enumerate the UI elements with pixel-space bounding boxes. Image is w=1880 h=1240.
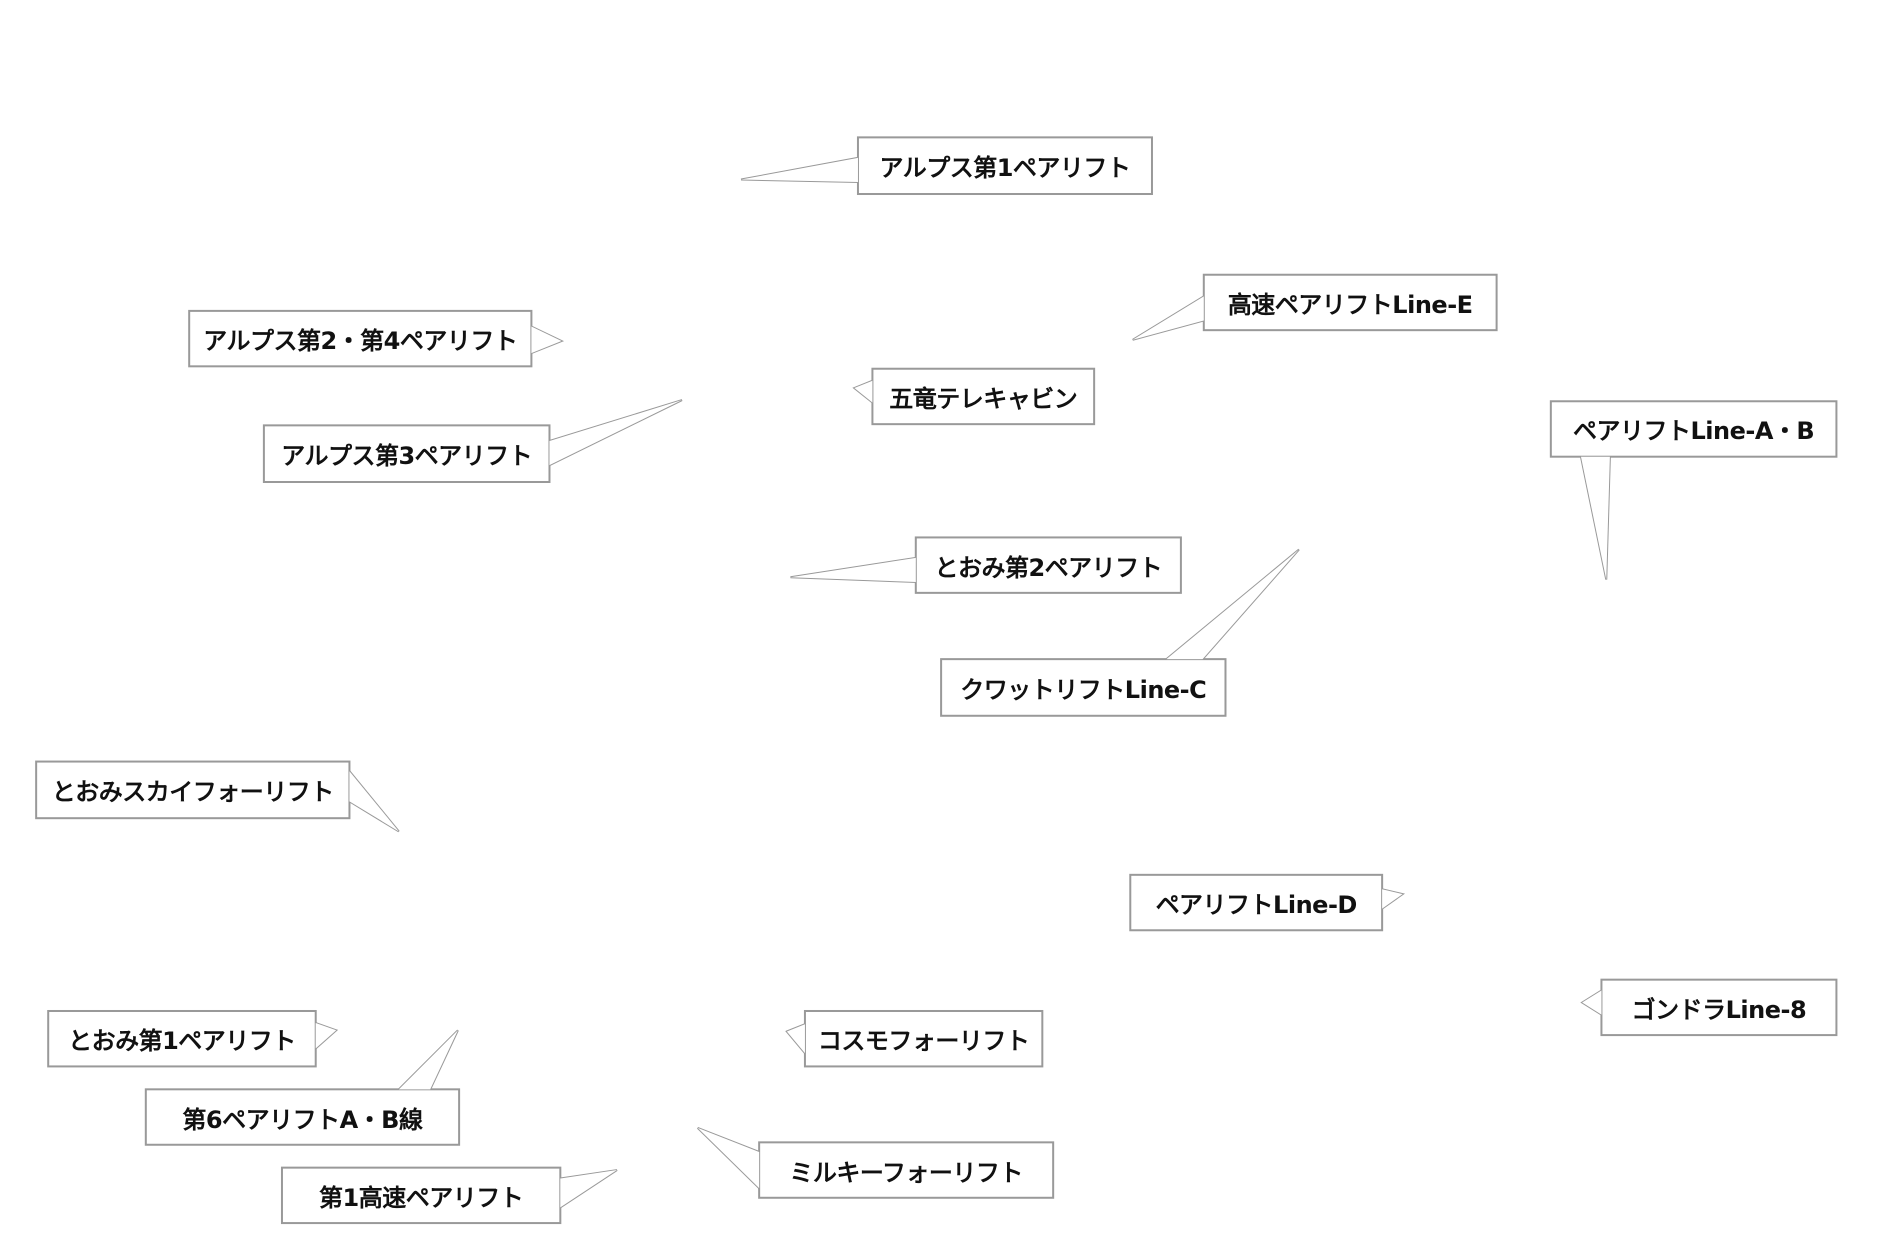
callout-pointer-join — [398, 1030, 458, 1090]
callout-box — [940, 658, 1227, 717]
callout-box — [280, 1166, 562, 1225]
callout-label: 第6ペアリフトA・B線 — [182, 1105, 423, 1134]
callout-pointer-join — [315, 1023, 337, 1049]
callout-label: アルプス第3ペアリフト — [281, 442, 533, 471]
callout-label: ペアリフトLine-A・B — [1573, 417, 1815, 446]
callout — [790, 536, 1182, 594]
callout-label: ゴンドラLine-8 — [1631, 995, 1807, 1024]
callout — [696, 1126, 1055, 1199]
callout-label: とおみ第1ペアリフト — [68, 1027, 296, 1056]
callout-pointer-join — [854, 380, 873, 403]
callout — [280, 1166, 618, 1225]
callout-pointer-join — [790, 557, 916, 583]
callout-box — [914, 536, 1182, 594]
callout-pointer-join — [741, 157, 858, 182]
callout-label: ペアリフトLine-D — [1155, 891, 1358, 920]
callout-label: とおみ第2ペアリフト — [934, 553, 1163, 582]
callout-label: アルプス第1ペアリフト — [879, 154, 1131, 183]
callout-box — [803, 1009, 1044, 1068]
callout-pointer-join — [1580, 456, 1610, 580]
callout-box — [144, 1088, 461, 1146]
callout-box — [262, 424, 551, 483]
callout — [144, 1029, 461, 1146]
callout — [1132, 273, 1498, 341]
callout-label: 五竜テレキャビン — [889, 384, 1078, 413]
callout-box — [1600, 978, 1838, 1037]
callout-label: 高速ペアリフトLine-E — [1227, 290, 1473, 319]
callout-label: とおみスカイフォーリフト — [51, 778, 335, 807]
callout-pointer-join — [1582, 990, 1602, 1015]
callout-label: クワットリフトLine-C — [960, 675, 1207, 704]
callout-pointer-join — [697, 1127, 760, 1189]
callout — [1580, 978, 1838, 1037]
callout-box — [35, 760, 351, 820]
callout-label: コスモフォーリフト — [817, 1027, 1030, 1056]
callout-pointer-join — [560, 1170, 617, 1208]
callout — [852, 367, 1096, 426]
callout — [262, 399, 683, 483]
callout — [35, 760, 400, 833]
callout-pointer-join — [786, 1024, 805, 1054]
callout-pointer-join — [531, 326, 562, 354]
callout — [785, 1009, 1044, 1068]
callout — [740, 136, 1153, 196]
callout — [188, 309, 565, 368]
callout-label: 第1高速ペアリフト — [319, 1183, 524, 1212]
callout-pointer-join — [1132, 296, 1204, 340]
callout-box — [1202, 273, 1498, 332]
callout-pointer-join — [1382, 889, 1403, 909]
callout-box — [758, 1141, 1055, 1199]
callout-pointer-join — [1166, 549, 1299, 660]
callout-pointer-join — [349, 771, 399, 832]
callout-label: ミルキーフォーリフト — [789, 1158, 1023, 1187]
callout-box — [47, 1009, 317, 1068]
callout-box — [871, 367, 1096, 426]
callout — [940, 548, 1300, 717]
callout-label: アルプス第2・第4ペアリフト — [203, 327, 518, 356]
callout — [1549, 400, 1838, 580]
callout-box — [1549, 400, 1838, 458]
callout-pointer-join — [549, 400, 683, 466]
callout — [47, 1009, 339, 1068]
callout — [1129, 873, 1406, 932]
